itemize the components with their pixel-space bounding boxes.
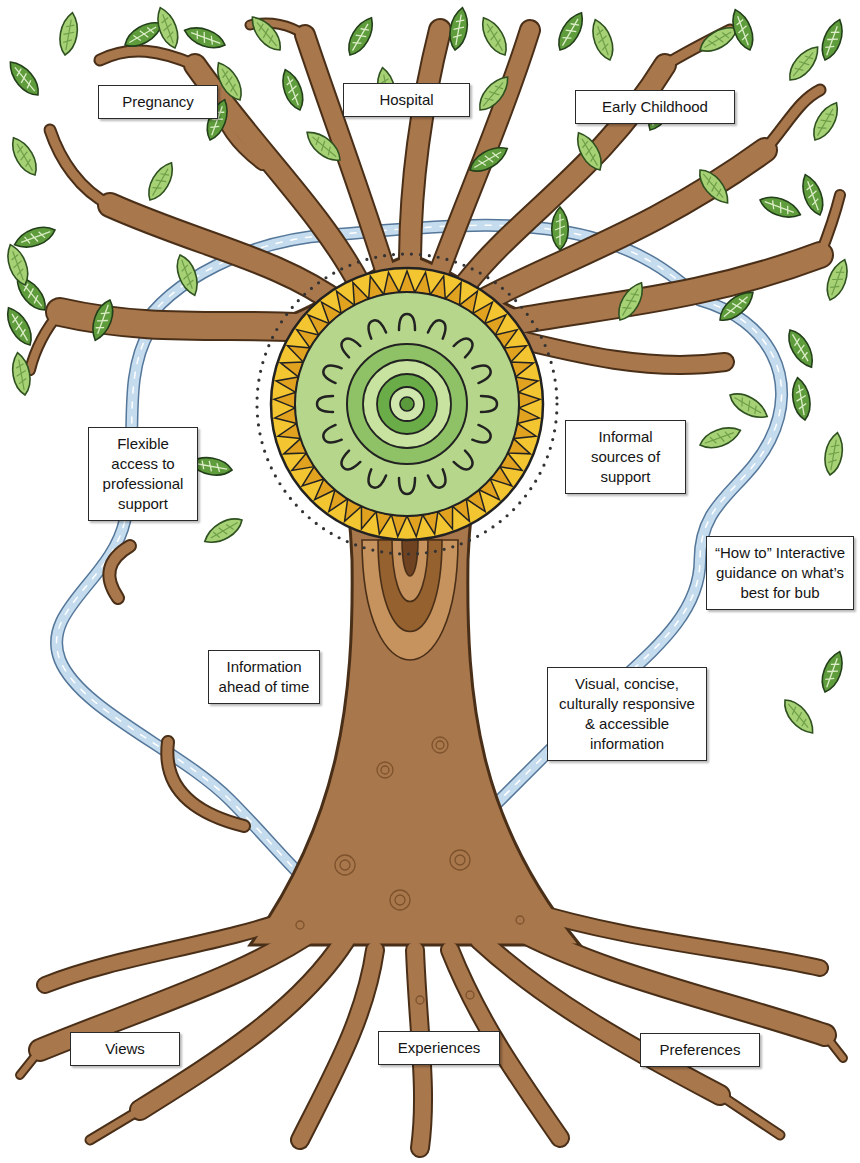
box-label: Visual, concise, culturally responsive &… [555, 674, 699, 753]
box-label: Views [78, 1039, 172, 1059]
text-box: Flexible access to professional support [88, 427, 198, 520]
text-box: Information ahead of time [208, 650, 320, 704]
text-box: Informal sources of support [565, 420, 686, 493]
text-box: Early Childhood [575, 90, 735, 124]
text-box: Hospital [343, 83, 470, 117]
tree-trunk [250, 255, 580, 945]
trunk-rings [362, 540, 458, 660]
leaves [1, 5, 852, 738]
box-label: Flexible access to professional support [96, 434, 190, 513]
box-label: “How to” Interactive guidance on what’s … [714, 543, 846, 602]
text-box: Views [70, 1032, 180, 1066]
box-label: Experiences [386, 1038, 492, 1058]
box-label: Preferences [648, 1040, 752, 1060]
box-label: Informal sources of support [573, 427, 678, 486]
box-label: Pregnancy [106, 92, 210, 112]
text-box: Preferences [640, 1033, 760, 1067]
circle-motif [253, 253, 557, 556]
text-box: Experiences [378, 1031, 500, 1065]
text-box: “How to” Interactive guidance on what’s … [706, 536, 854, 609]
text-box: Pregnancy [98, 85, 218, 119]
box-label: Hospital [351, 90, 462, 110]
swirl-pattern [296, 737, 524, 1004]
text-box: Visual, concise, culturally responsive &… [547, 667, 707, 760]
box-label: Information ahead of time [216, 657, 312, 697]
box-label: Early Childhood [583, 97, 727, 117]
